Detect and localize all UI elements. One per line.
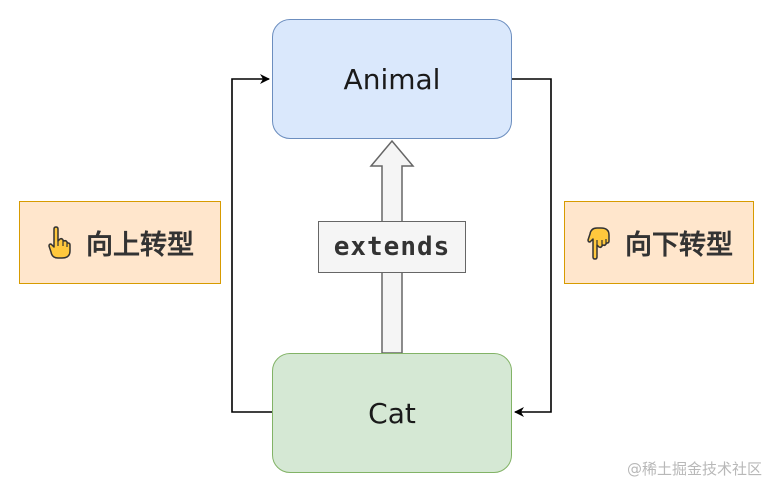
downcast-label: 向下转型 (625, 230, 733, 261)
upcast-note: 向上转型 (19, 201, 221, 284)
animal-class-node: Animal (272, 19, 512, 139)
extends-label: extends (333, 232, 451, 262)
pointing-up-hand-icon (46, 225, 72, 260)
animal-class-label: Animal (343, 62, 441, 96)
watermark: @稀土掘金技术社区 (626, 460, 762, 478)
upcast-label: 向上转型 (86, 230, 194, 261)
extends-label-box: extends (318, 221, 466, 273)
pointing-down-hand-icon (585, 226, 611, 260)
upcast-connector (231, 74, 272, 413)
cat-class-node: Cat (272, 353, 512, 473)
downcast-connector (512, 78, 552, 417)
downcast-note: 向下转型 (564, 201, 754, 284)
cat-class-label: Cat (368, 396, 416, 430)
